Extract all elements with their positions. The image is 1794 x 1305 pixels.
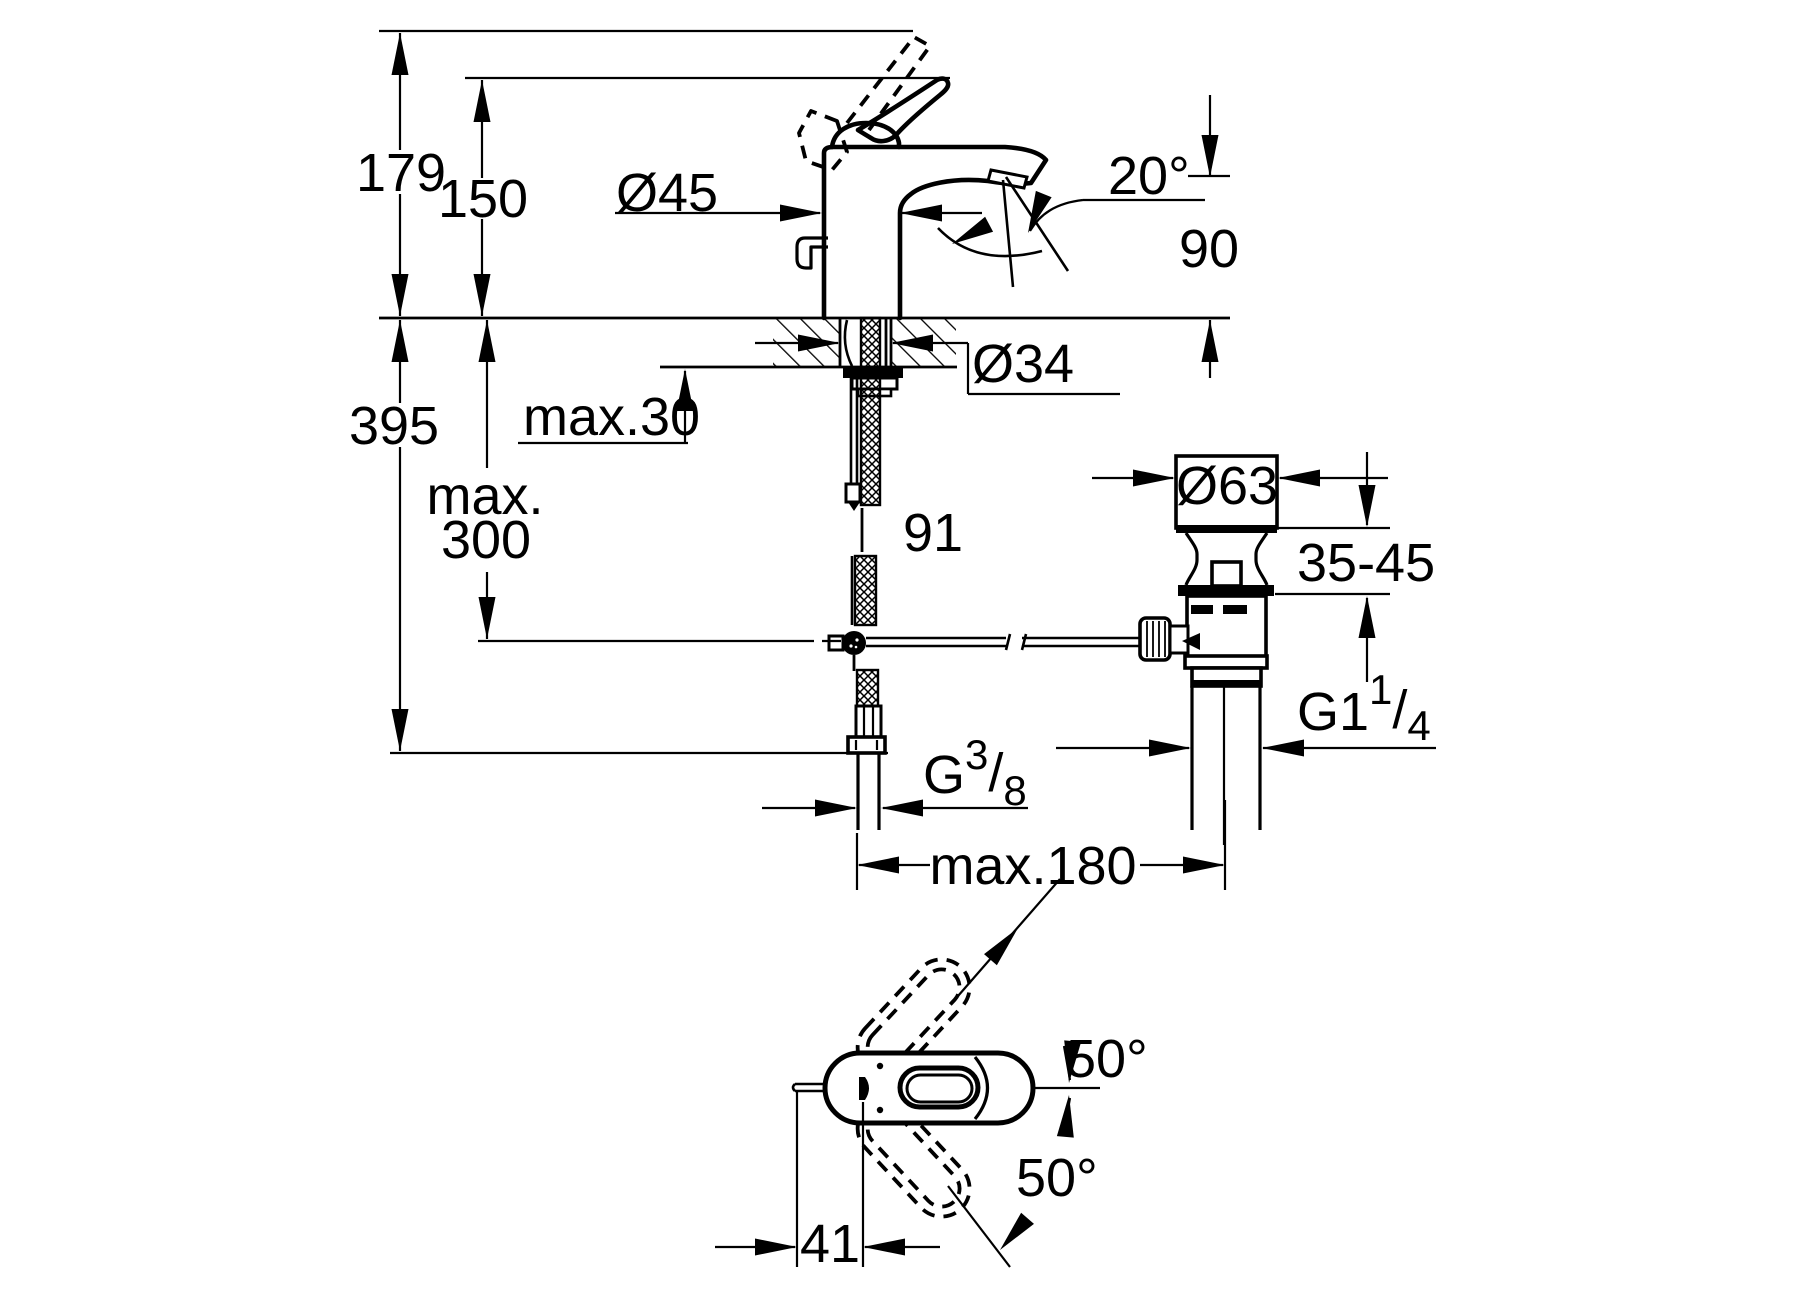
dim-waste-deck-range: 35-45 xyxy=(1297,533,1435,593)
dim-waste-offset-max: max.180 xyxy=(929,836,1136,896)
dim-handle-height: 150 xyxy=(438,169,528,229)
dim-hole-diameter: Ø34 xyxy=(972,334,1074,394)
dim-below-deck-height: 395 xyxy=(349,396,439,456)
dim-hose-reach-line2: 300 xyxy=(441,510,531,570)
dim-spout-reach: 91 xyxy=(903,503,963,563)
dim-swivel-angle-down: 50° xyxy=(1016,1148,1098,1208)
dim-waste-thread: G11/4 xyxy=(1297,666,1431,749)
topview-faucet-body xyxy=(791,1050,1036,1126)
faucet-handle xyxy=(829,76,951,150)
shank-and-hoses xyxy=(827,316,903,830)
topview-popup-knob xyxy=(859,1077,869,1100)
dim-handle-offset: 41 xyxy=(800,1214,860,1274)
dim-deck-thickness: max.30 xyxy=(523,387,700,447)
dim-waste-flange-diameter: Ø63 xyxy=(1176,456,1278,516)
popup-linkage-rod xyxy=(866,633,1140,651)
dim-supply-thread: G3/8 xyxy=(923,731,1027,814)
dim-hose-reach-line1: max. xyxy=(426,466,543,526)
popup-waste-valve xyxy=(1138,454,1279,845)
dim-spout-angle: 20° xyxy=(1108,146,1190,206)
dim-total-height: 179 xyxy=(356,143,446,203)
popup-rod-ball-joint xyxy=(842,631,866,655)
dim-spout-height: 90 xyxy=(1179,219,1239,279)
faucet-body-spout xyxy=(821,144,1049,321)
popup-pull-rod-knob xyxy=(795,236,828,270)
dim-body-diameter: Ø45 xyxy=(616,163,718,223)
faucet-handle-raised-dashed xyxy=(797,35,932,172)
dim-swivel-angle-up: 50° xyxy=(1066,1029,1148,1089)
supply-hose-nut xyxy=(846,735,887,755)
topview-supply-stub xyxy=(791,1082,825,1093)
